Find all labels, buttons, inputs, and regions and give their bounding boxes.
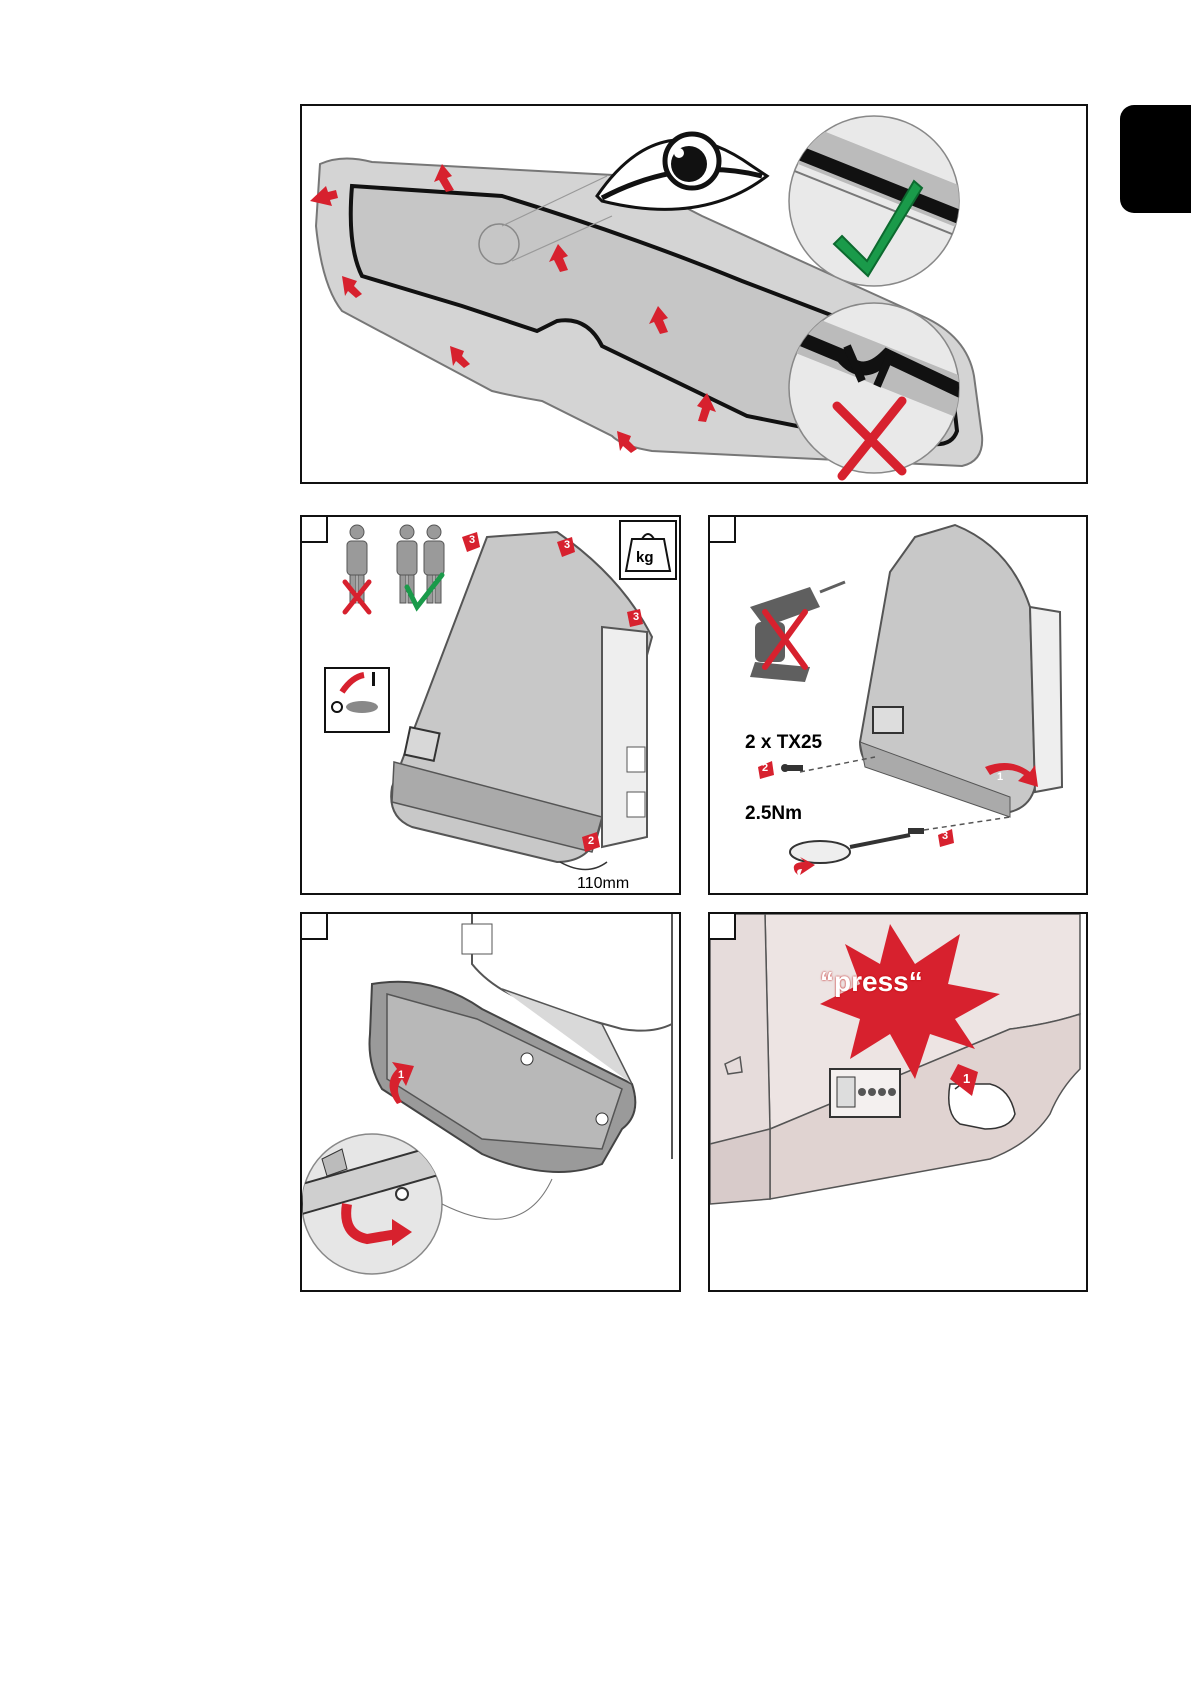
- arrow-label: 3: [942, 830, 948, 842]
- arrow-label: 3: [633, 611, 639, 623]
- section-tab: [1120, 105, 1191, 213]
- hinge-detail: [302, 1134, 442, 1274]
- cross-icon: [345, 582, 369, 612]
- step-2-panel: 1 2 3 2 x TX25 2.5Nm: [708, 515, 1088, 895]
- torque-label: 2.5Nm: [745, 803, 802, 825]
- arrow-label: 3: [469, 534, 475, 546]
- seal-inspection-illustration: [302, 106, 1088, 484]
- mounting-bracket: [1030, 607, 1062, 792]
- press-label: “press“: [820, 966, 923, 998]
- arrow-label: 1: [997, 771, 1003, 783]
- step-1-illustration: [302, 517, 681, 895]
- step-2-illustration: [710, 517, 1088, 895]
- arrow-label: 3: [564, 539, 570, 551]
- arrow-label: 2: [588, 835, 594, 847]
- step-4-panel: “press“ 1: [708, 912, 1088, 1292]
- step-number-box: [710, 914, 736, 940]
- step-number-box: [302, 517, 328, 543]
- screw-count-label: 2 x TX25: [745, 732, 822, 754]
- step-number-box: [302, 914, 328, 940]
- weight-unit-label: kg: [636, 549, 654, 566]
- distance-label: 110mm: [577, 875, 629, 893]
- two-persons-icon: [397, 525, 444, 603]
- step-3-illustration: [302, 914, 681, 1292]
- screwdriver-icon: [790, 828, 924, 863]
- arrow-label: 1: [963, 1071, 970, 1086]
- eye-icon: [597, 134, 767, 209]
- seal-inspection-panel: [300, 104, 1088, 484]
- seal-correct-detail: [782, 116, 982, 286]
- step-number-box: [710, 517, 736, 543]
- screw-icon: [781, 764, 803, 772]
- arrow-label: 2: [762, 762, 768, 774]
- arrow-label: 1: [398, 1069, 404, 1081]
- step-3-panel: 1: [300, 912, 681, 1292]
- step-1-panel: kg 3 3 3 2 110mm: [300, 515, 681, 895]
